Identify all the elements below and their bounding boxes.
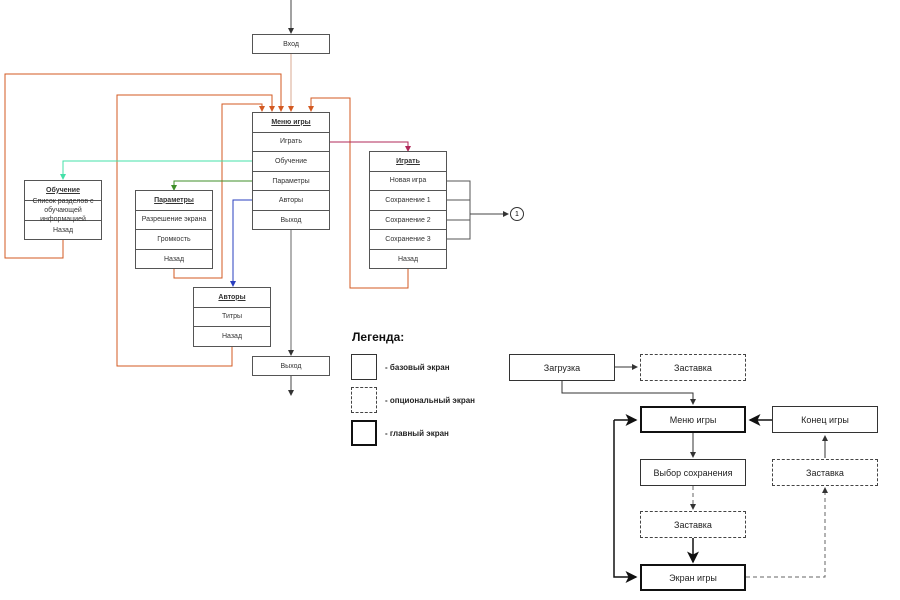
tutorial-back-link [4,73,284,259]
flow-splash-2[interactable]: Заставка [640,511,746,538]
play-item-save-3[interactable]: Сохранение 3 [370,230,446,250]
settings-item-back[interactable]: Назад [163,256,185,264]
entry-box[interactable]: Вход [252,34,330,54]
authors-title: Авторы [194,288,270,308]
play-item-new-game[interactable]: Новая игра [370,172,446,192]
legend-swatch-main [351,420,377,446]
loop-to-menu [613,420,638,583]
legend-swatch-base [351,354,377,380]
exit-label: Выход [280,362,302,370]
flow-loading[interactable]: Загрузка [509,354,615,381]
legend-label-optional: - опциональный экран [385,396,476,405]
flow-game-end-label: Конец игры [801,414,849,425]
flow-splash-1-label: Заставка [674,362,712,373]
menu-item-authors[interactable]: Авторы [253,191,329,211]
connector-circle: 1 [510,207,524,221]
authors-item-credits[interactable]: Титры [194,308,270,328]
saves-bracket [447,180,471,240]
flow-splash-2-label: Заставка [674,519,712,530]
flow-loading-label: Загрузка [543,362,581,373]
tutorial-item-sections[interactable]: Список разделов с обучающей информацией [25,198,101,223]
settings-title: Параметры [136,191,212,211]
entry-label: Вход [283,40,299,48]
play-box: Играть Новая игра Сохранение 1 Сохранени… [369,151,447,269]
tutorial-link [60,160,252,180]
menu-item-exit[interactable]: Выход [280,217,302,225]
exit-box[interactable]: Выход [252,356,330,376]
menu-box: Меню игры Играть Обучение Параметры Авто… [252,112,330,230]
flow-main-menu[interactable]: Меню игры [640,406,746,433]
authors-back-link [116,94,275,367]
flow-splash-1[interactable]: Заставка [640,354,746,381]
legend-label-base: - базовый экран [385,363,450,372]
authors-item-back[interactable]: Назад [221,333,243,341]
menu-title: Меню игры [253,113,329,133]
flow-save-select-label: Выбор сохранения [653,467,733,478]
legend-title: Легенда: [352,330,405,344]
play-item-back[interactable]: Назад [397,256,419,264]
flow-game-end[interactable]: Конец игры [772,406,878,433]
flow-splash-3[interactable]: Заставка [772,459,878,486]
legend-swatch-optional [351,387,377,413]
settings-box: Параметры Разрешение экрана Громкость На… [135,190,213,269]
flow-splash-3-label: Заставка [806,467,844,478]
flow-game-screen-label: Экран игры [669,572,717,583]
settings-link [171,180,252,191]
settings-back-link [173,103,265,279]
flow-game-screen[interactable]: Экран игры [640,564,746,591]
connector-label: 1 [515,210,519,218]
tutorial-title: Обучение [25,181,101,201]
tutorial-box: Обучение Список разделов с обучающей инф… [24,180,102,240]
game-to-splash [746,487,828,578]
flow-save-select[interactable]: Выбор сохранения [640,459,746,486]
play-item-save-1[interactable]: Сохранение 1 [370,191,446,211]
authors-box: Авторы Титры Назад [193,287,271,347]
play-item-save-2[interactable]: Сохранение 2 [370,211,446,231]
flow-main-menu-label: Меню игры [669,414,717,425]
menu-item-settings[interactable]: Параметры [253,172,329,192]
menu-item-play[interactable]: Играть [253,133,329,153]
play-back-link [308,97,409,289]
authors-link [230,199,252,287]
menu-item-tutorial[interactable]: Обучение [253,152,329,172]
settings-item-volume[interactable]: Громкость [136,230,212,250]
play-title: Играть [370,152,446,172]
legend-label-main: - главный экран [385,429,449,438]
settings-item-resolution[interactable]: Разрешение экрана [136,211,212,231]
tutorial-item-back[interactable]: Назад [52,226,74,234]
loading-to-menu [561,380,696,405]
play-link [330,141,411,152]
